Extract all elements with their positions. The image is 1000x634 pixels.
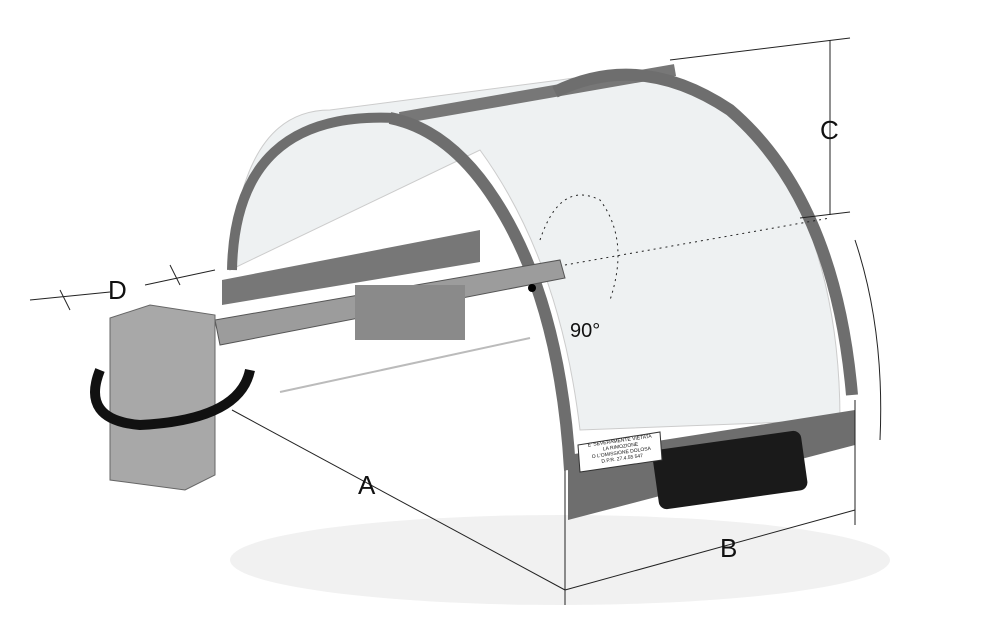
angle-label: 90°	[570, 320, 601, 342]
cable	[90, 368, 255, 431]
warning-sticker	[577, 431, 663, 473]
pivot-point	[528, 284, 536, 292]
dimension-label-c: C	[820, 115, 839, 145]
floor-shadow	[230, 515, 890, 605]
dimension-label-b: B	[720, 533, 738, 563]
dimension-label-a: A	[358, 470, 376, 500]
dimension-lines	[29, 37, 882, 605]
rear-arch	[227, 112, 396, 271]
rear-plate	[222, 230, 480, 305]
shaft-clamp	[355, 285, 465, 340]
front-arch-right	[552, 68, 858, 396]
travel-arrow	[279, 337, 531, 393]
handle	[652, 430, 808, 510]
mounting-bracket	[109, 304, 216, 491]
dimension-label-d: D	[108, 275, 127, 305]
front-arch-left	[388, 112, 576, 471]
